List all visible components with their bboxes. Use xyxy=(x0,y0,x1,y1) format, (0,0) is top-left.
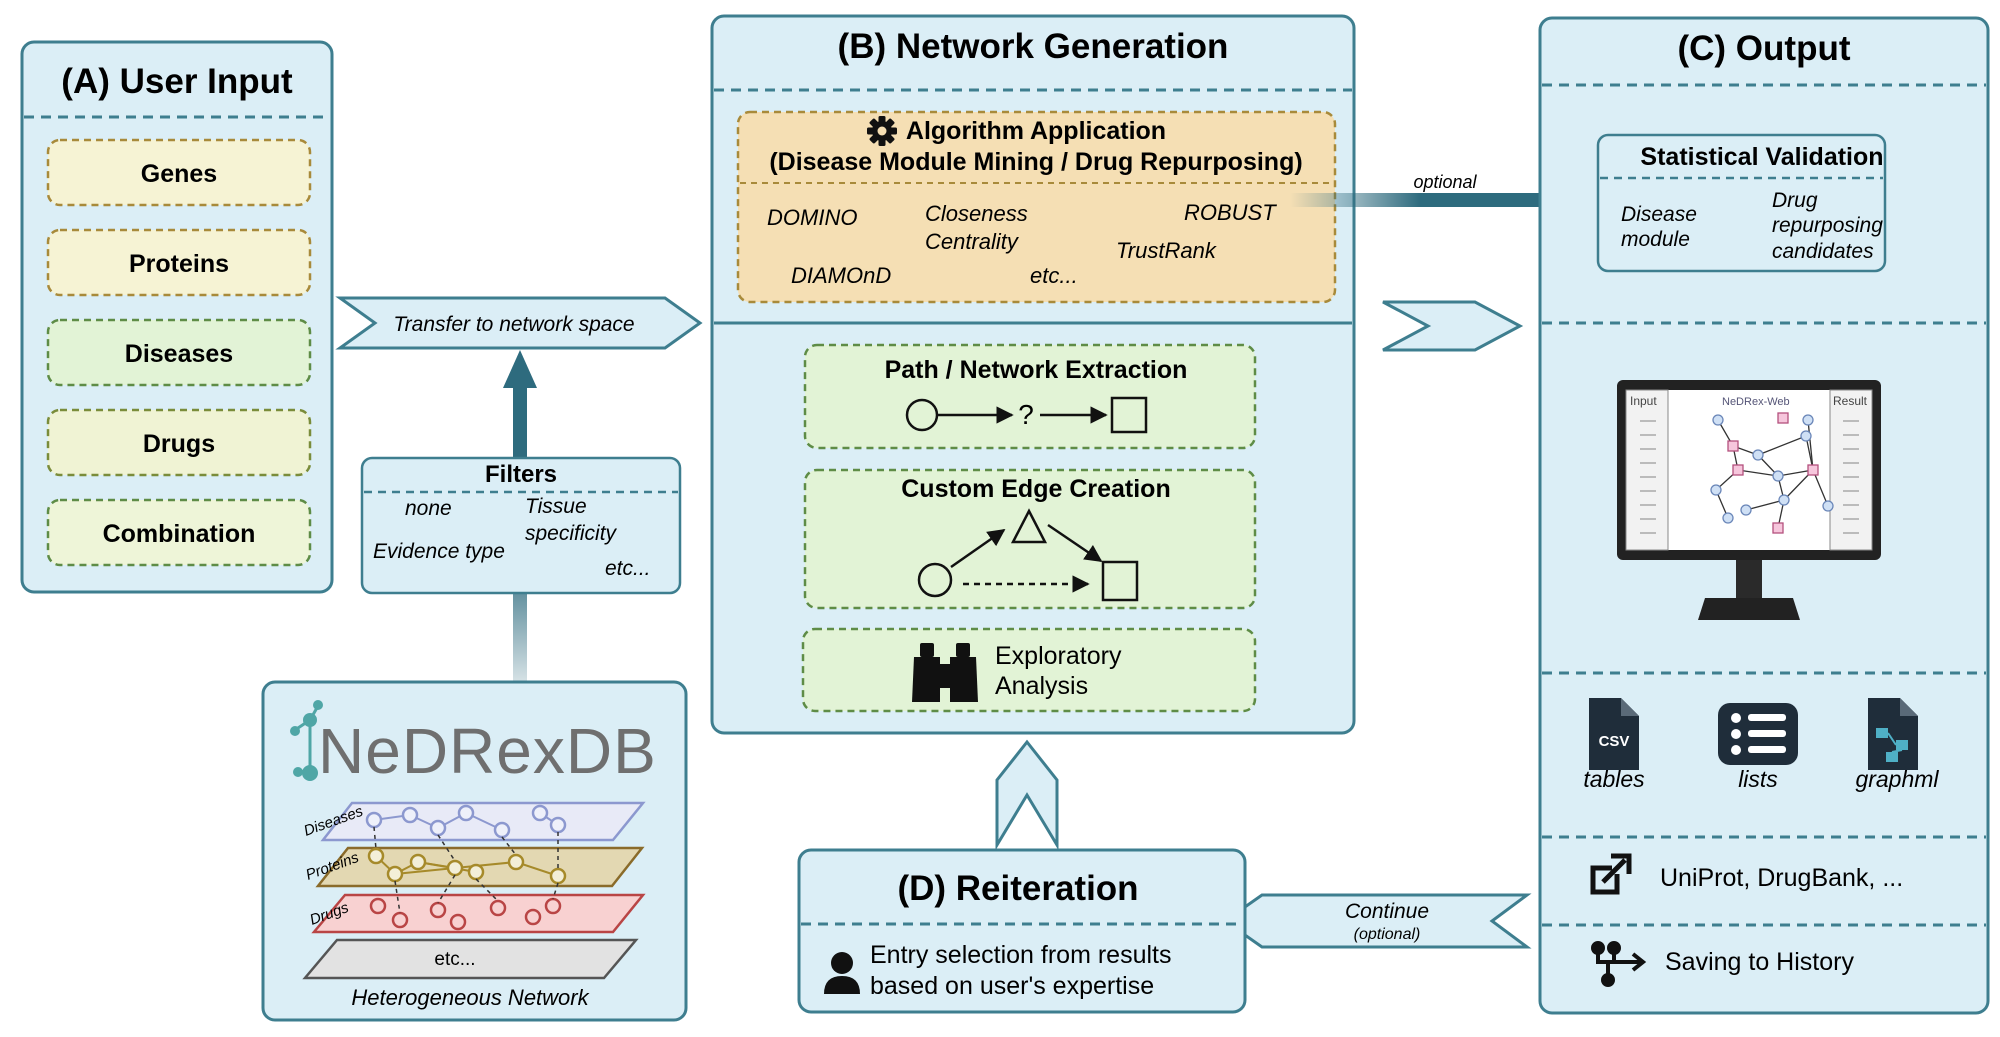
history-icon xyxy=(1591,941,1647,987)
statistical-validation-box: Statistical Validation Disease module Dr… xyxy=(1596,133,1887,273)
custom-edge-title: Custom Edge Creation xyxy=(901,475,1170,503)
lists-label: lists xyxy=(1738,766,1778,792)
validation-drug: Drug xyxy=(1772,189,1818,212)
algorithm-subtitle: (Disease Module Mining / Drug Repurposin… xyxy=(769,148,1302,176)
input-item-label: Diseases xyxy=(125,340,233,368)
method-domino[interactable]: DOMINO xyxy=(767,205,857,230)
svg-text:etc...: etc... xyxy=(434,949,475,970)
exploratory-analysis-box[interactable]: Exploratory Analysis xyxy=(801,627,1257,713)
graphml-file-icon[interactable] xyxy=(1868,698,1918,770)
filters-title: Filters xyxy=(485,461,557,488)
filter-none[interactable]: none xyxy=(405,497,452,520)
filter-evidence-type[interactable]: Evidence type xyxy=(373,540,505,563)
validation-disease: Disease xyxy=(1621,203,1697,226)
continue-chevron: Continue (optional) xyxy=(1222,893,1532,949)
method-centrality[interactable]: Centrality xyxy=(925,229,1020,254)
reiteration-text-1: Entry selection from results xyxy=(870,941,1172,969)
input-item-label: Combination xyxy=(103,520,256,548)
panel-reiteration: (D) Reiteration Entry selection from res… xyxy=(797,848,1247,1014)
path-question: ? xyxy=(1018,399,1034,430)
nedrex-caption: Heterogeneous Network xyxy=(351,985,589,1010)
transfer-label: Transfer to network space xyxy=(393,313,634,336)
filters-box: Filters none Tissue specificity Evidence… xyxy=(360,456,682,595)
layer-etc: etc... xyxy=(302,938,639,980)
input-item-drugs[interactable]: Drugs xyxy=(46,408,312,477)
screen-app-name: NeDRex-Web xyxy=(1722,396,1790,408)
layer-links xyxy=(373,826,559,914)
filter-etc: etc... xyxy=(605,557,651,580)
output-chevron xyxy=(1382,300,1524,352)
optional-label: optional xyxy=(1413,172,1477,192)
reiteration-up-chevron xyxy=(995,739,1059,851)
method-closeness[interactable]: Closeness xyxy=(925,201,1028,226)
external-link-icon[interactable] xyxy=(1590,853,1632,895)
input-item-diseases[interactable]: Diseases xyxy=(46,318,312,387)
validation-title: Statistical Validation xyxy=(1640,143,1883,171)
nedrex-db-box: NeDRexDB etc... Drugs Proteins xyxy=(261,680,688,1022)
panel-c-title: (C) Output xyxy=(1678,29,1851,68)
panel-b-title: (B) Network Generation xyxy=(838,27,1229,66)
method-robust[interactable]: ROBUST xyxy=(1184,200,1277,225)
nedrex-logo-network-icon xyxy=(290,700,323,781)
path-end-node xyxy=(1110,396,1148,434)
user-icon xyxy=(824,952,860,994)
input-item-combination[interactable]: Combination xyxy=(46,498,312,567)
binoculars-icon xyxy=(912,643,978,702)
path-extraction-title: Path / Network Extraction xyxy=(885,356,1188,384)
tables-label: tables xyxy=(1583,766,1645,792)
input-item-label: Proteins xyxy=(129,250,229,278)
exploratory-line1: Exploratory xyxy=(995,642,1122,670)
transfer-chevron: Transfer to network space xyxy=(335,296,703,350)
filter-tissue[interactable]: Tissue xyxy=(525,495,587,518)
path-extraction-box[interactable]: Path / Network Extraction ? xyxy=(803,343,1257,450)
screen-input-label: Input xyxy=(1630,394,1657,408)
continue-label: Continue xyxy=(1345,900,1429,923)
algorithm-application-box: Algorithm Application (Disease Module Mi… xyxy=(736,110,1337,304)
input-item-label: Drugs xyxy=(143,430,215,458)
path-start-node xyxy=(905,398,939,432)
continue-sublabel: (optional) xyxy=(1354,926,1421,943)
custom-edge-box[interactable]: Custom Edge Creation xyxy=(803,468,1257,610)
validation-module: module xyxy=(1621,228,1690,251)
input-item-genes[interactable]: Genes xyxy=(46,138,312,207)
external-links-label[interactable]: UniProt, DrugBank, ... xyxy=(1660,864,1903,892)
nedrex-logo-text: NeDRexDB xyxy=(318,715,657,787)
method-etc: etc... xyxy=(1030,263,1078,288)
panel-d-title: (D) Reiteration xyxy=(897,869,1138,908)
history-label[interactable]: Saving to History xyxy=(1665,948,1854,976)
panel-a-title: (A) User Input xyxy=(61,62,293,101)
panel-user-input: (A) User Input Genes Proteins Diseases D… xyxy=(20,40,334,594)
layer-drugs: Drugs xyxy=(308,893,646,934)
validation-candidates: candidates xyxy=(1772,240,1874,263)
algorithm-title: Algorithm Application xyxy=(906,117,1166,145)
layer-diseases: Diseases xyxy=(302,801,646,842)
reiteration-text-2: based on user's expertise xyxy=(870,972,1154,1000)
layer-proteins: Proteins xyxy=(304,846,645,888)
screen-result-label: Result xyxy=(1833,394,1868,408)
graphml-label: graphml xyxy=(1855,766,1939,792)
monitor-icon: Input Result NeDRex-Web xyxy=(1617,380,1881,620)
input-item-label: Genes xyxy=(141,160,217,188)
gear-icon xyxy=(867,116,897,146)
validation-repurposing: repurposing xyxy=(1772,214,1883,237)
panel-output: (C) Output Statistical Validation Diseas… xyxy=(1538,16,1990,1015)
filter-specificity[interactable]: specificity xyxy=(525,522,618,545)
list-icon[interactable] xyxy=(1718,703,1798,765)
input-item-proteins[interactable]: Proteins xyxy=(46,228,312,297)
method-trustrank[interactable]: TrustRank xyxy=(1116,238,1217,263)
exploratory-line2: Analysis xyxy=(995,672,1088,700)
csv-badge: CSV xyxy=(1599,733,1630,750)
csv-file-icon[interactable]: CSV xyxy=(1589,698,1639,770)
panel-network-generation: (B) Network Generation Algorithm Applica… xyxy=(710,14,1356,735)
method-diamond[interactable]: DIAMOnD xyxy=(791,263,891,288)
